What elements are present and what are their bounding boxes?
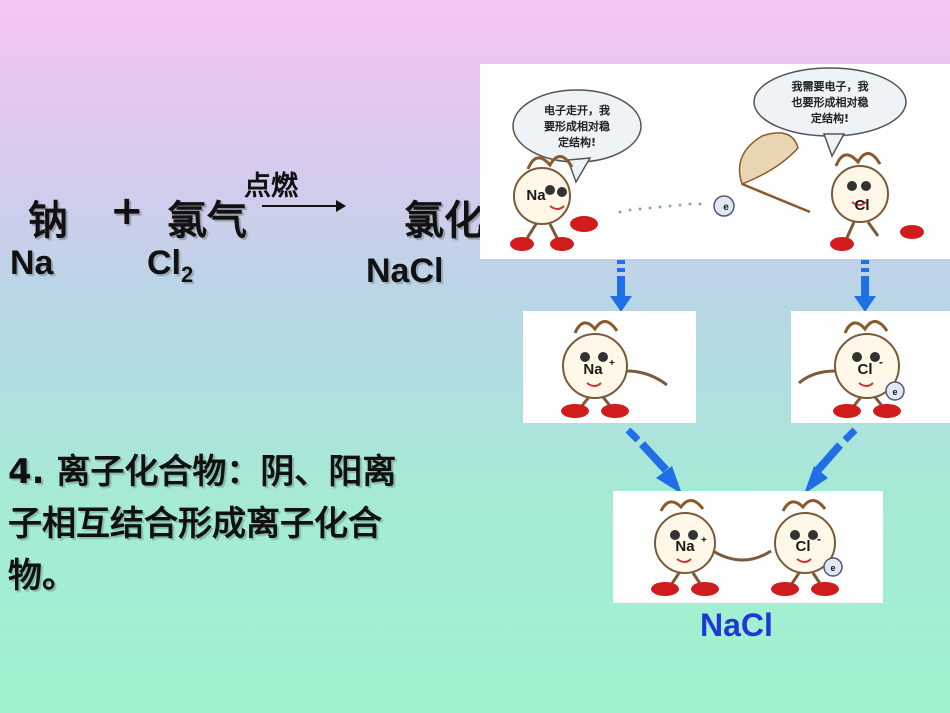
cl-atom-label: Cl bbox=[855, 197, 870, 214]
plus-sign: + bbox=[110, 188, 144, 234]
formula-cl2: Cl2 bbox=[147, 244, 193, 288]
na-ion-illustration: Na + bbox=[561, 320, 668, 418]
left-bubble-line-2: 要形成相对稳 bbox=[544, 119, 610, 133]
arrow-right-down bbox=[854, 260, 876, 312]
formula-cl2-base: Cl bbox=[147, 244, 181, 282]
butterfly-net bbox=[738, 132, 811, 214]
definition-line-1: 4. 离子化合物：阴、阳离 bbox=[8, 452, 397, 492]
nacl-panel: Na + Cl - e bbox=[613, 491, 883, 603]
cl-ion-illustration: Cl - e bbox=[798, 320, 905, 418]
definition-line-2: 子相互结合形成离子化合 bbox=[8, 504, 382, 544]
nacl-cl-charge: - bbox=[817, 532, 821, 546]
nacl-na-label: Na bbox=[675, 538, 695, 555]
formula-na: Na bbox=[10, 244, 54, 282]
nacl-na-charge: + bbox=[701, 535, 707, 546]
atom-exchange-illustration: 电子走开，我 要形成相对稳 定结构! 我需要电子，我 也要形成相对稳 定结构! … bbox=[510, 67, 924, 251]
cl-ion-charge: - bbox=[879, 355, 883, 369]
reaction-condition: 点燃 bbox=[244, 171, 298, 202]
left-speech-bubble: 电子走开，我 要形成相对稳 定结构! bbox=[512, 89, 642, 184]
electron-path-dots bbox=[618, 202, 702, 214]
reaction-arrow-line bbox=[262, 205, 344, 207]
cl-ion-panel: Cl - e bbox=[791, 311, 950, 423]
arrow-left-down bbox=[610, 260, 632, 312]
nacl-product-label: NaCl bbox=[700, 607, 773, 643]
reactant-sodium: 钠 bbox=[28, 198, 68, 244]
ionic-compound-definition: 4. 离子化合物：阴、阳离 子相互结合形成离子化合 物。 bbox=[8, 446, 498, 602]
definition-line-3: 物。 bbox=[8, 556, 76, 596]
right-speech-bubble: 我需要电子，我 也要形成相对稳 定结构! bbox=[753, 67, 907, 158]
na-atom-label: Na bbox=[526, 187, 546, 204]
formula-nacl: NaCl bbox=[366, 252, 444, 290]
cl-atom-character: Cl bbox=[830, 152, 924, 251]
arrow-right-diagonal bbox=[804, 427, 858, 494]
na-ion-label: Na bbox=[583, 361, 603, 378]
na-ion-panel: Na + bbox=[523, 311, 696, 423]
reactant-chlorine: 氯气 bbox=[167, 198, 247, 244]
na-ion-charge: + bbox=[609, 358, 615, 369]
cl-ion-electron-label: e bbox=[892, 387, 897, 397]
right-bubble-line-3: 定结构! bbox=[811, 111, 849, 125]
na-atom-character: Na bbox=[510, 155, 598, 251]
electron-character: e bbox=[713, 195, 735, 217]
cl-ion-label: Cl bbox=[858, 361, 873, 378]
nacl-illustration: Na + Cl - e bbox=[651, 499, 843, 596]
reaction-arrow-head bbox=[336, 200, 346, 212]
atom-exchange-panel: 电子走开，我 要形成相对稳 定结构! 我需要电子，我 也要形成相对稳 定结构! … bbox=[480, 64, 950, 259]
electron-label: e bbox=[723, 202, 729, 213]
formula-cl2-subscript: 2 bbox=[181, 261, 194, 287]
right-bubble-line-2: 也要形成相对稳 bbox=[792, 95, 869, 109]
left-bubble-line-1: 电子走开，我 bbox=[544, 103, 610, 117]
nacl-cl-label: Cl bbox=[796, 538, 811, 555]
arrow-left-diagonal bbox=[625, 427, 682, 494]
nacl-electron-label: e bbox=[830, 563, 835, 573]
right-bubble-line-1: 我需要电子，我 bbox=[792, 79, 869, 93]
left-bubble-line-3: 定结构! bbox=[558, 135, 596, 149]
